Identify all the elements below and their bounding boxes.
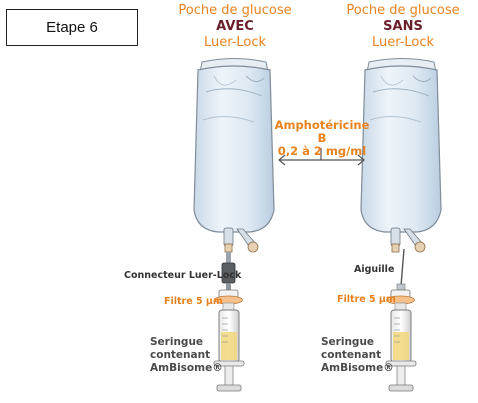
right-glucose-bag: [360, 58, 442, 392]
left-bag-title-line3: Luer-Lock: [203, 35, 267, 50]
right-bag-title: Poche de glucose SANS Luer-Lock: [338, 3, 468, 51]
right-filter-label: Filtre 5 µm: [337, 294, 396, 305]
left-syringe-line1: Seringue: [150, 336, 204, 348]
left-connector-label: Connecteur Luer-Lock: [124, 270, 242, 281]
left-syringe-line3: AmBisome®: [150, 362, 223, 374]
right-syringe-line1: Seringue: [321, 336, 375, 348]
concentration-range: 0,2 à 2 mg/ml: [277, 144, 367, 158]
right-syringe-line3: AmBisome®: [321, 362, 394, 374]
right-bag-title-line3: Luer-Lock: [371, 35, 435, 50]
right-bag-title-line1: Poche de glucose: [346, 3, 460, 18]
left-bag-title-line2: AVEC: [216, 19, 254, 34]
right-syringe-label: Seringue contenant AmBisome®: [321, 336, 394, 375]
left-syringe-label: Seringue contenant AmBisome®: [150, 336, 223, 375]
right-bag-title-line2: SANS: [383, 19, 423, 34]
left-glucose-bag: [193, 58, 275, 392]
concentration-drug: Amphotéricine B: [274, 118, 370, 145]
left-bag-title-line1: Poche de glucose: [178, 3, 292, 18]
right-syringe-line2: contenant: [321, 349, 382, 361]
step-label: Etape 6: [6, 9, 138, 46]
right-connector-label: Aiguille: [354, 264, 395, 275]
left-bag-title: Poche de glucose AVEC Luer-Lock: [170, 3, 300, 51]
left-syringe-line2: contenant: [150, 349, 211, 361]
left-filter-label: Filtre 5 µm: [164, 296, 223, 307]
concentration-label: Amphotéricine B 0,2 à 2 mg/ml: [272, 119, 372, 158]
double-arrow: [278, 148, 365, 166]
